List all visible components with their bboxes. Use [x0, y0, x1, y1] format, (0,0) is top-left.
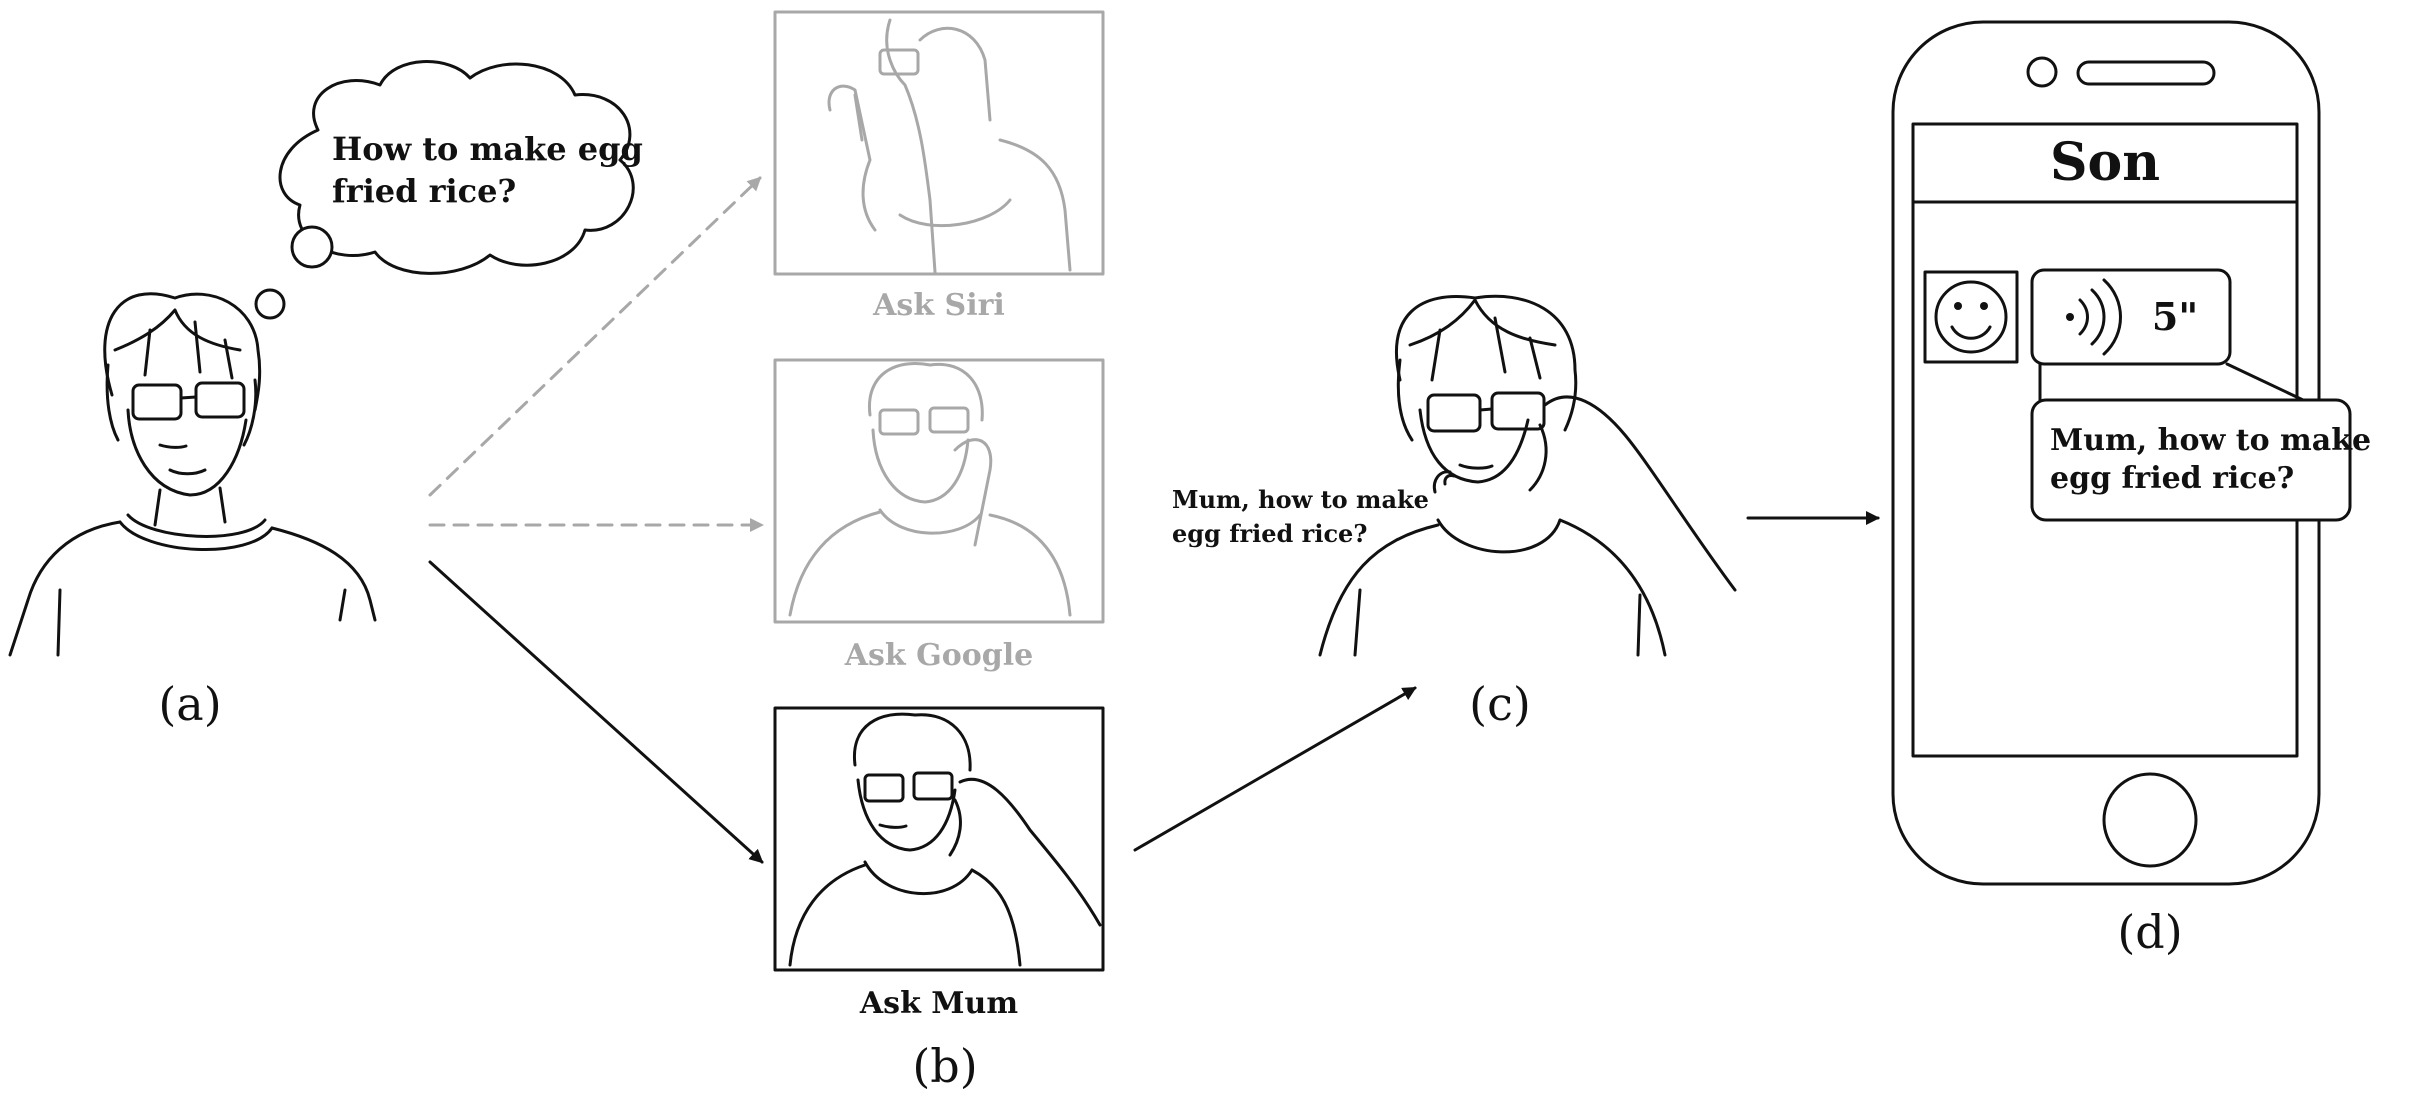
transcript-line-2: egg fried rice?: [2050, 461, 2294, 496]
thought-line-2: fried rice?: [332, 172, 516, 210]
transcript-line-1: Mum, how to make: [2050, 423, 2371, 458]
panel-c: Mum, how to make egg fried rice? (c): [1172, 294, 1737, 731]
option-siri-label: Ask Siri: [872, 288, 1005, 323]
home-button[interactable]: [2102, 772, 2198, 868]
sound-wave-icon: [2066, 278, 2122, 356]
person-speaking: [1318, 294, 1737, 657]
option-siri: [773, 10, 1105, 276]
arrow-to-siri: [428, 176, 762, 497]
speech-line-1: Mum, how to make: [1172, 485, 1429, 514]
speech-line-2: egg fried rice?: [1172, 519, 1367, 548]
panel-d: Son 5" Mum, how to make egg f: [1891, 20, 2371, 959]
thought-line-1: How to make egg: [332, 130, 643, 168]
option-mum: [773, 706, 1105, 972]
arrow-b-to-c: [1133, 686, 1417, 852]
caption-d: (d): [2117, 905, 2182, 959]
arrows-a-to-b: [428, 176, 764, 864]
option-mum-label: Ask Mum: [859, 986, 1018, 1021]
caption-a: (a): [158, 677, 221, 731]
arrow-to-mum: [428, 560, 764, 864]
voice-message[interactable]: 5": [2030, 268, 2232, 366]
caption-c: (c): [1469, 677, 1531, 731]
panel-b: Ask Siri Ask Google: [773, 10, 1105, 1093]
option-google: [773, 358, 1105, 624]
caption-b: (b): [912, 1039, 977, 1093]
phone-camera: [2026, 56, 2058, 88]
phone-speaker: [2076, 60, 2216, 86]
option-google-label: Ask Google: [844, 638, 1034, 673]
transcript-bubble: Mum, how to make egg fried rice?: [2030, 398, 2371, 522]
person-thinking: [8, 292, 377, 657]
voice-duration: 5": [2152, 294, 2198, 339]
smiley-face-icon: [1923, 270, 2019, 364]
panel-a: How to make egg fried rice?: [8, 60, 643, 731]
thought-bubble: How to make egg fried rice?: [254, 60, 643, 320]
chat-title: Son: [2050, 132, 2160, 193]
